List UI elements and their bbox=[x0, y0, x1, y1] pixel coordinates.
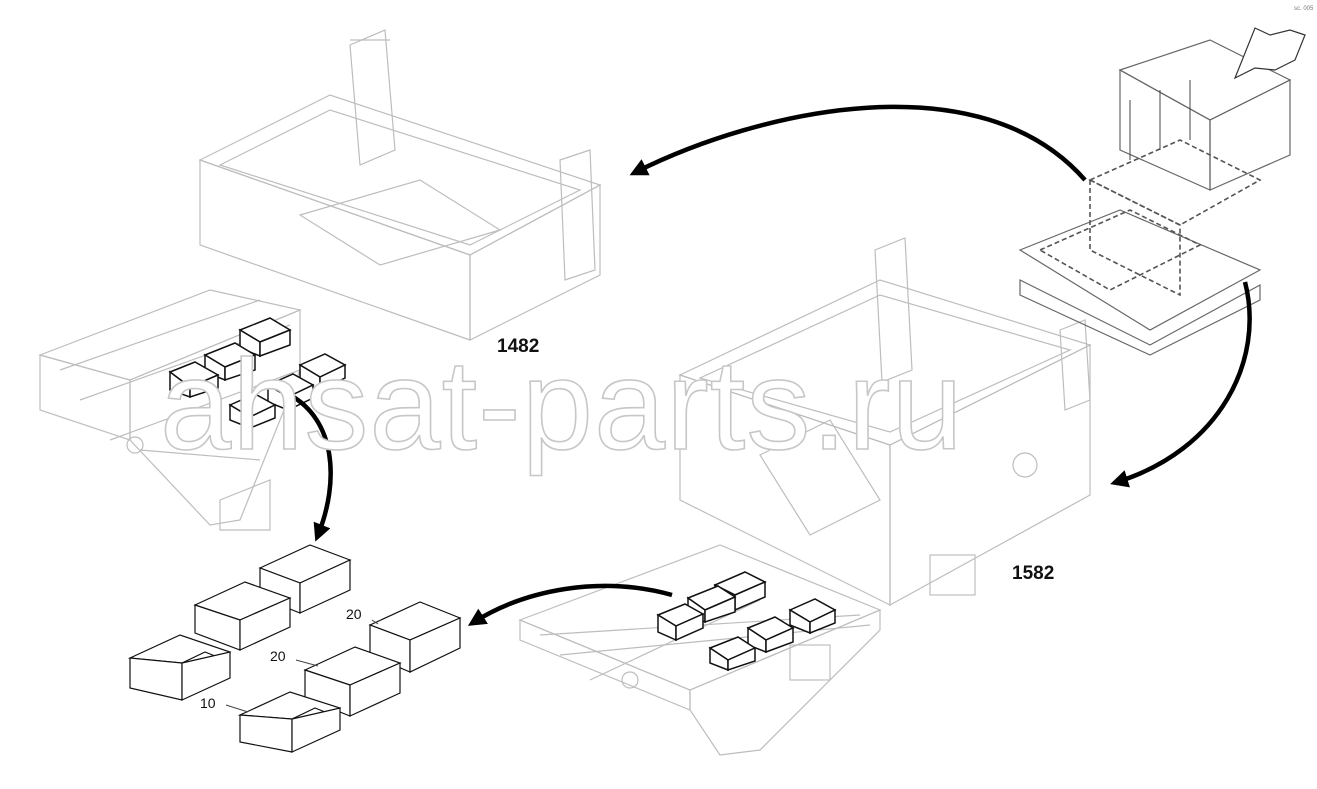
part-leaders bbox=[225, 619, 379, 713]
drawing-code: sc. 005 bbox=[1294, 6, 1314, 12]
view-direction-arrow bbox=[1233, 27, 1306, 80]
part-number-10: 10 bbox=[200, 695, 216, 711]
part-number-20-lower: 20 bbox=[270, 648, 286, 664]
part-number-20-upper: 20 bbox=[346, 606, 362, 622]
frame-1582 bbox=[518, 237, 1092, 756]
paver-machine bbox=[1018, 39, 1292, 356]
arrow-1582-to-batteries bbox=[467, 583, 673, 626]
battery-exploded-view bbox=[127, 544, 462, 753]
arrow-1482-to-batteries bbox=[288, 393, 333, 542]
batteries-1582 bbox=[656, 571, 837, 672]
watermark-text: ahsat-parts.ru bbox=[159, 333, 964, 478]
arrow-paver-to-1482 bbox=[629, 104, 1087, 182]
model-label-1482: 1482 bbox=[497, 336, 540, 357]
arrow-paver-to-1582 bbox=[1110, 281, 1252, 488]
batteries-1482 bbox=[168, 317, 347, 430]
model-label-1582: 1582 bbox=[1012, 563, 1055, 584]
